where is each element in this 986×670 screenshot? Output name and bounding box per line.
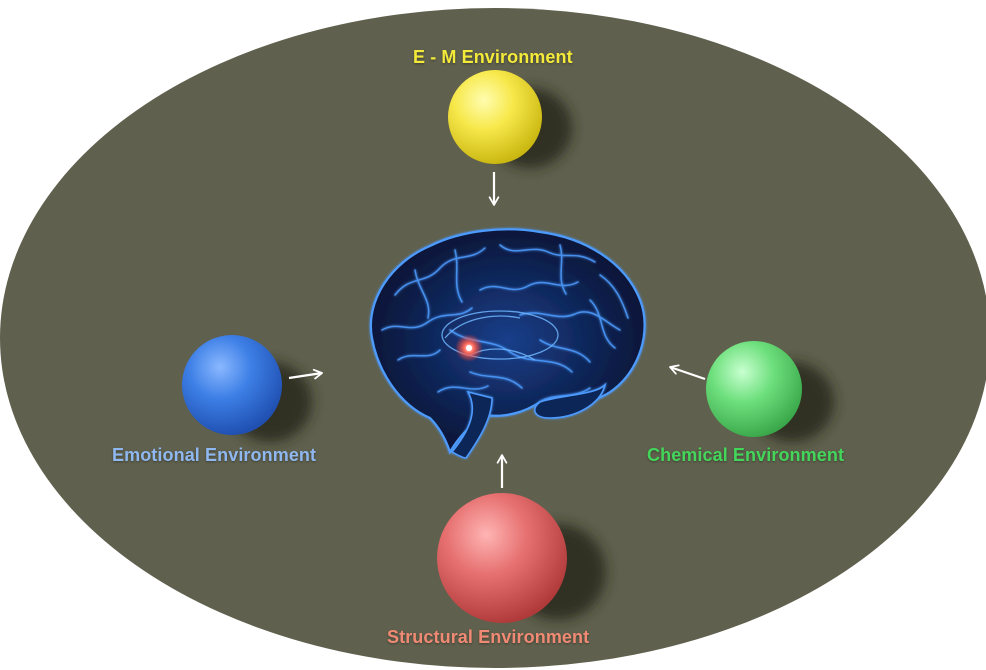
em-environment-sphere xyxy=(448,70,542,164)
structural-environment-sphere xyxy=(437,493,567,623)
arrow-chemical-to-brain xyxy=(669,364,706,381)
emotional-environment-sphere xyxy=(182,335,282,435)
brain-icon xyxy=(369,228,646,459)
structural-environment-label: Structural Environment xyxy=(387,627,590,647)
chemical-environment-label: Chemical Environment xyxy=(647,445,845,465)
em-environment-label: E - M Environment xyxy=(413,47,573,67)
chemical-environment-sphere xyxy=(706,341,802,437)
arrow-emotional-to-brain xyxy=(288,368,323,380)
brain-cerebellum xyxy=(534,382,607,419)
brain-stem xyxy=(450,390,493,459)
emotional-environment-label: Emotional Environment xyxy=(112,445,317,465)
